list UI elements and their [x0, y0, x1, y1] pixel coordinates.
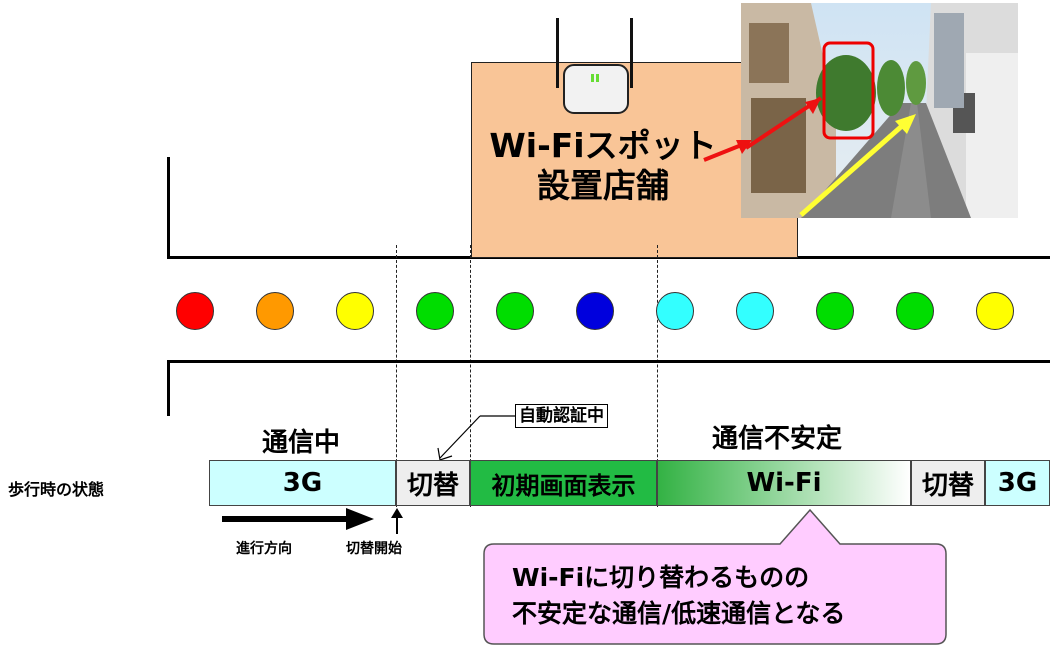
signal-dot-2 [256, 292, 294, 330]
signal-dot-11 [976, 292, 1014, 330]
store-label: Wi-Fiスポット 設置店舗 [483, 126, 723, 206]
segment-3g-start-label: 3G [282, 468, 323, 498]
signal-dot-3 [336, 292, 374, 330]
upper-wall-vertical [167, 157, 170, 258]
segment-3g-end: 3G [985, 460, 1050, 506]
store-pointer-arrow [703, 140, 752, 162]
callout-line2: 不安定な通信/低速通信となる [512, 599, 846, 628]
switch-start-arrow [391, 508, 403, 534]
signal-dot-5 [496, 292, 534, 330]
communicating-label: 通信中 [262, 428, 341, 458]
boundary-switch-start [396, 245, 397, 507]
segment-wifi-label: Wi-Fi [746, 468, 822, 498]
direction-arrow [222, 508, 374, 530]
store-label-line2: 設置店舗 [537, 166, 669, 205]
callout-text: Wi-Fiに切り替わるものの 不安定な通信/低速通信となる [512, 560, 845, 632]
unstable-label: 通信不安定 [712, 424, 843, 454]
segment-wifi: Wi-Fi [657, 460, 911, 506]
signal-dot-1 [176, 292, 214, 330]
segment-3g-start: 3G [209, 460, 396, 506]
boundary-store-right [657, 245, 658, 507]
segment-switch-2: 切替 [911, 460, 985, 506]
auto-auth-label: 自動認証中 [515, 404, 608, 428]
lower-wall-vertical [167, 360, 170, 416]
store-label-line1: Wi-Fiスポット [489, 126, 717, 165]
callout-line1: Wi-Fiに切り替わるものの [512, 563, 810, 592]
street-photo [741, 3, 1018, 218]
signal-dot-7 [656, 292, 694, 330]
lower-ground-line [167, 360, 1050, 363]
switch-start-label: 切替開始 [346, 541, 402, 557]
boundary-store-left [470, 245, 471, 507]
wifi-router-icon [556, 18, 633, 114]
segment-switch-2-label: 切替 [921, 470, 974, 501]
segment-initial-screen: 初期画面表示 [470, 460, 657, 506]
signal-dot-9 [816, 292, 854, 330]
signal-dot-6 [576, 292, 614, 330]
auth-pointer-arrow [437, 415, 516, 461]
segment-3g-end-label: 3G [997, 468, 1038, 498]
signal-dot-4 [416, 292, 454, 330]
signal-dot-8 [736, 292, 774, 330]
direction-label: 進行方向 [236, 541, 292, 557]
callout-bubble [483, 508, 947, 645]
segment-initial-screen-label: 初期画面表示 [491, 471, 636, 500]
signal-dot-10 [896, 292, 934, 330]
walking-state-label: 歩行時の状態 [8, 480, 105, 499]
segment-switch-1: 切替 [396, 460, 470, 506]
segment-switch-1-label: 切替 [406, 470, 459, 501]
